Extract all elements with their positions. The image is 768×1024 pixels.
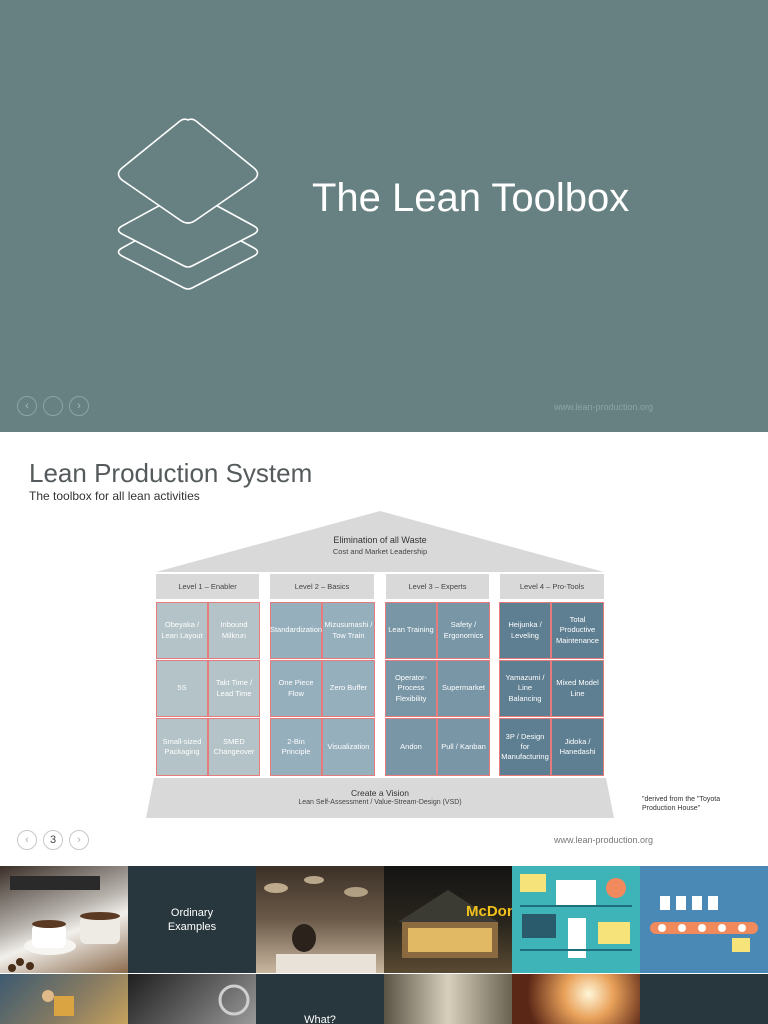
factory-icon bbox=[520, 874, 632, 958]
glow-photo-thumbnail[interactable] bbox=[512, 974, 640, 1024]
slide-title: The Lean Toolbox bbox=[312, 176, 630, 220]
slide-subtitle: The toolbox for all lean activities bbox=[29, 489, 200, 503]
next-slide-button[interactable]: › bbox=[69, 396, 89, 416]
tool-cell: Takt Time / Lead Time bbox=[208, 660, 260, 717]
tool-cell: Yamazumi / Line Balancing bbox=[499, 660, 551, 717]
website-link[interactable]: www.lean-production.org bbox=[554, 835, 654, 845]
page-number-button[interactable]: 3 bbox=[43, 830, 63, 850]
lamp-icon bbox=[264, 876, 376, 973]
tool-cell: 2-Bin Principle bbox=[270, 718, 322, 776]
tool-cell: Andon bbox=[385, 718, 437, 776]
house-foundation bbox=[146, 778, 614, 818]
tool-cell: Supermarket bbox=[437, 660, 490, 717]
level-4-header: Level 4 – Pro-Tools bbox=[500, 574, 604, 599]
thumbnail-label: Ordinary Examples bbox=[167, 907, 217, 933]
previous-slide-button[interactable]: ‹ bbox=[17, 830, 37, 850]
tool-cell: 5S bbox=[156, 660, 208, 717]
house-roof bbox=[156, 511, 604, 572]
level-2-header: Level 2 – Basics bbox=[270, 574, 374, 599]
tool-cell: Small-sized Packaging bbox=[156, 718, 208, 776]
slide-navigation: ‹ › bbox=[17, 396, 89, 416]
source-footnote: "derived from the "Toyota Production Hou… bbox=[642, 796, 721, 813]
slide-index-button[interactable] bbox=[43, 396, 63, 416]
coffee-photo-thumbnail[interactable] bbox=[0, 866, 128, 973]
car-icon bbox=[218, 984, 250, 1016]
foundation-subtitle: Lean Self-Assessment / Value-Stream-Desi… bbox=[298, 799, 462, 806]
texture-photo-thumbnail[interactable] bbox=[384, 974, 512, 1024]
tool-cell: SMED Changeover bbox=[208, 718, 260, 776]
title-slide: The Lean Toolbox ‹ › www.lean-production… bbox=[0, 0, 768, 432]
assembly-line-infographic-thumbnail[interactable] bbox=[640, 866, 768, 973]
mcdonalds-photo-thumbnail[interactable]: McDon bbox=[384, 866, 512, 973]
what-thumbnail[interactable]: What? bbox=[256, 974, 384, 1024]
factory-infographic-thumbnail[interactable] bbox=[512, 866, 640, 973]
level-3-header: Level 3 – Experts bbox=[386, 574, 489, 599]
slide-navigation: ‹ 3 › bbox=[17, 830, 89, 850]
slide-thumbnail-strip: Ordinary Examples McDon bbox=[0, 866, 768, 1024]
tool-cell: One Piece Flow bbox=[270, 660, 322, 717]
ordinary-examples-thumbnail[interactable]: Ordinary Examples bbox=[128, 866, 256, 973]
tool-cell: Mizusumashi / Tow Train bbox=[322, 602, 375, 659]
lean-production-slide: Lean Production System The toolbox for a… bbox=[0, 432, 768, 866]
tool-cell: Mixed Model Line bbox=[551, 660, 604, 717]
restaurant-photo-thumbnail[interactable] bbox=[256, 866, 384, 973]
roof-title: Elimination of all Waste bbox=[333, 535, 427, 545]
tool-cell: Lean Training bbox=[385, 602, 437, 659]
tool-cell: Operator-Process Flexibility bbox=[385, 660, 437, 717]
conveyor-icon bbox=[650, 896, 758, 952]
storefront-icon: McDon bbox=[398, 890, 512, 958]
coffee-cup-icon bbox=[8, 876, 120, 972]
house-diagram bbox=[146, 511, 614, 818]
slide-title: Lean Production System bbox=[29, 458, 313, 488]
thumbnail-label: What? bbox=[304, 1014, 336, 1024]
website-link[interactable]: www.lean-production.org bbox=[554, 402, 654, 412]
tool-cell: Zero Buffer bbox=[322, 660, 375, 717]
tool-cell: Obeyaka / Lean Layout bbox=[156, 602, 208, 659]
worker-icon bbox=[42, 990, 74, 1016]
foundation-title: Create a Vision bbox=[351, 788, 409, 798]
layers-icon bbox=[117, 118, 259, 290]
tool-cell: Safety / Ergonomics bbox=[437, 602, 490, 659]
level-1-header: Level 1 – Enabler bbox=[156, 574, 259, 599]
tool-cell: Inbound Milkrun bbox=[208, 602, 260, 659]
next-slide-button[interactable]: › bbox=[69, 830, 89, 850]
dark-thumbnail[interactable] bbox=[640, 974, 768, 1024]
tool-cell: Total Productive Maintenance bbox=[551, 602, 604, 659]
car-photo-thumbnail[interactable] bbox=[128, 974, 256, 1024]
svg-text:McDon: McDon bbox=[466, 903, 512, 920]
tool-cell: Jidoka / Hanedashi bbox=[551, 718, 604, 776]
tool-cell: 3P / Design for Manufacturing bbox=[499, 718, 551, 776]
roof-subtitle: Cost and Market Leadership bbox=[332, 547, 428, 556]
tool-cell: Heijunka / Leveling bbox=[499, 602, 551, 659]
tool-cell: Standardization bbox=[270, 602, 322, 659]
tool-cell: Pull / Kanban bbox=[437, 718, 490, 776]
tool-cell: Visualization bbox=[322, 718, 375, 776]
mechanic-photo-thumbnail[interactable] bbox=[0, 974, 128, 1024]
previous-slide-button[interactable]: ‹ bbox=[17, 396, 37, 416]
